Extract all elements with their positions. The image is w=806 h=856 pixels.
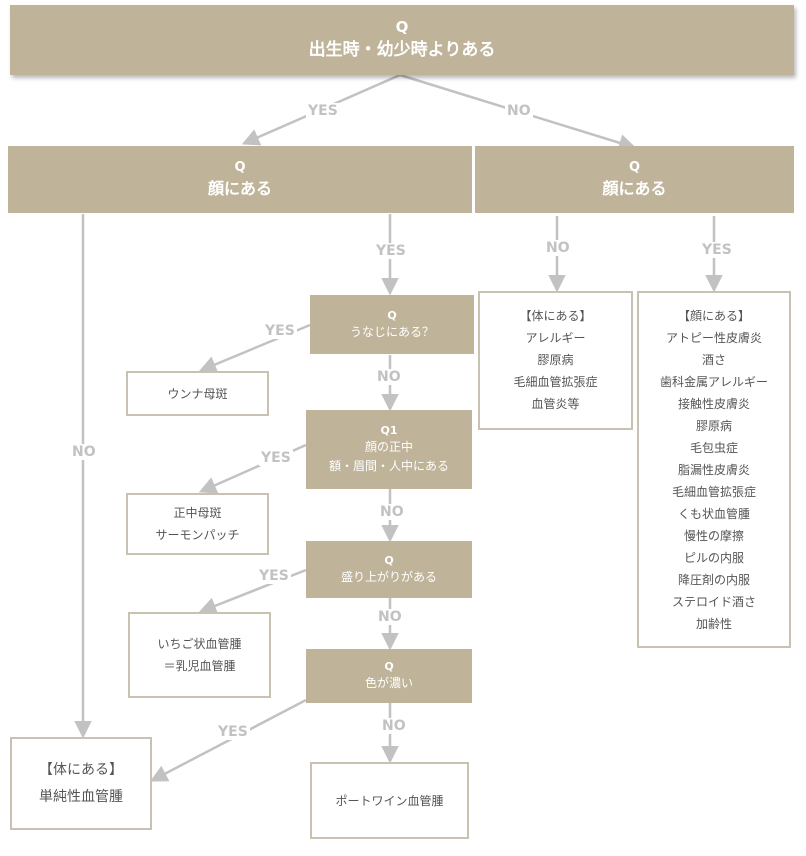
result-face-list: 【顔にある】 アトピー性皮膚炎 酒さ 歯科金属アレルギー 接触性皮膚炎 膠原病 … [637,291,791,648]
question-label: Q [395,18,409,36]
result-salmon-patch: 正中母斑 サーモンパッチ [126,493,269,555]
result-port-wine-stain: ポートワイン血管腫 [310,762,469,839]
result-line: くも状血管腫 [677,507,750,521]
result-unna-nevus: ウンナ母斑 [126,371,269,416]
edge-label-right-no: NO [544,240,572,256]
result-line: 血管炎等 [531,397,580,411]
result-line: ステロイド酒さ [671,595,756,609]
question-birth: Q 出生時・幼少時よりある [10,5,794,75]
question-label: Q [628,159,641,175]
question-text: 出生時・幼少時よりある [308,40,496,60]
edge-label-raised-no: NO [376,609,404,625]
question-label: Q [384,660,394,673]
question-text: 顔にある [207,178,272,198]
question-label: Q [384,553,394,567]
question-face-right: Q 顔にある [475,146,794,213]
question-text-line1: 顔の正中 [364,440,413,454]
result-simple-hemangioma: 【体にある】 単純性血管腫 [10,737,152,830]
question-label: Q [234,159,246,175]
edge-label-top-yes: YES [306,103,340,119]
result-line: ポートワイン血管腫 [335,793,444,808]
result-line: 膠原病 [695,419,732,433]
result-line: 慢性の摩擦 [683,529,744,543]
question-text-line2: 額・眉間・人中にある [328,459,449,473]
result-line: サーモンパッチ [155,528,240,542]
question-text: 盛り上がりがある [340,569,437,584]
question-nape: Q うなじにある？ [310,295,474,354]
result-line: 酒さ [701,353,726,367]
edge-label-dark-yes: YES [216,724,250,740]
edge-label-dark-no: NO [380,718,408,734]
question-face-left: Q 顔にある [8,146,472,213]
result-line: 接触性皮膚炎 [677,397,750,411]
result-line: ＝乳児血管腫 [163,659,236,673]
result-line: ピルの内服 [683,551,744,565]
edge-label-top-no: NO [505,103,533,119]
result-line: ウンナ母斑 [167,386,228,401]
question-label: Q1 [380,424,398,437]
edge-label-right-yes: YES [700,242,734,258]
question-label: Q [387,308,397,322]
result-line: 加齢性 [695,617,732,631]
result-line: 毛細血管拡張症 [671,485,756,499]
arrow-color-yes [149,698,307,782]
question-dark-color: Q 色が濃い [306,649,472,703]
edge-label-raised-yes: YES [257,568,291,584]
edge-label-left-yes: YES [374,243,408,259]
result-line: 降圧剤の内服 [677,573,750,587]
edge-label-nape-yes: YES [263,323,297,339]
question-text: うなじにある？ [349,324,434,339]
edge-label-midline-no: NO [378,504,406,520]
result-line: 【体にある】 [39,761,123,778]
result-line: アレルギー [525,331,586,345]
result-line: 【体にある】 [519,309,592,323]
result-line: アトピー性皮膚炎 [665,331,762,345]
result-body-list: 【体にある】 アレルギー 膠原病 毛細血管拡張症 血管炎等 [478,291,633,430]
question-text: 顔にある [602,178,667,198]
result-line: 【顔にある】 [677,309,750,323]
result-line: 正中母斑 [173,506,222,520]
question-raised: Q 盛り上がりがある [306,541,472,598]
result-line: 膠原病 [537,353,574,367]
question-text: 色が濃い [364,676,413,690]
edge-label-nape-no: NO [375,369,403,385]
question-midline: Q1 顔の正中 額・眉間・人中にある [306,410,472,489]
edge-label-midline-yes: YES [259,450,293,466]
result-line: 単純性血管腫 [39,788,123,805]
result-line: 脂漏性皮膚炎 [677,463,750,477]
result-line: 毛包虫症 [689,441,738,455]
result-line: 毛細血管拡張症 [513,375,598,389]
result-strawberry-hemangioma: いちご状血管腫 ＝乳児血管腫 [128,612,271,698]
result-line: 歯科金属アレルギー [659,375,768,389]
edge-label-left-no: NO [70,444,98,460]
result-line: いちご状血管腫 [157,637,242,651]
